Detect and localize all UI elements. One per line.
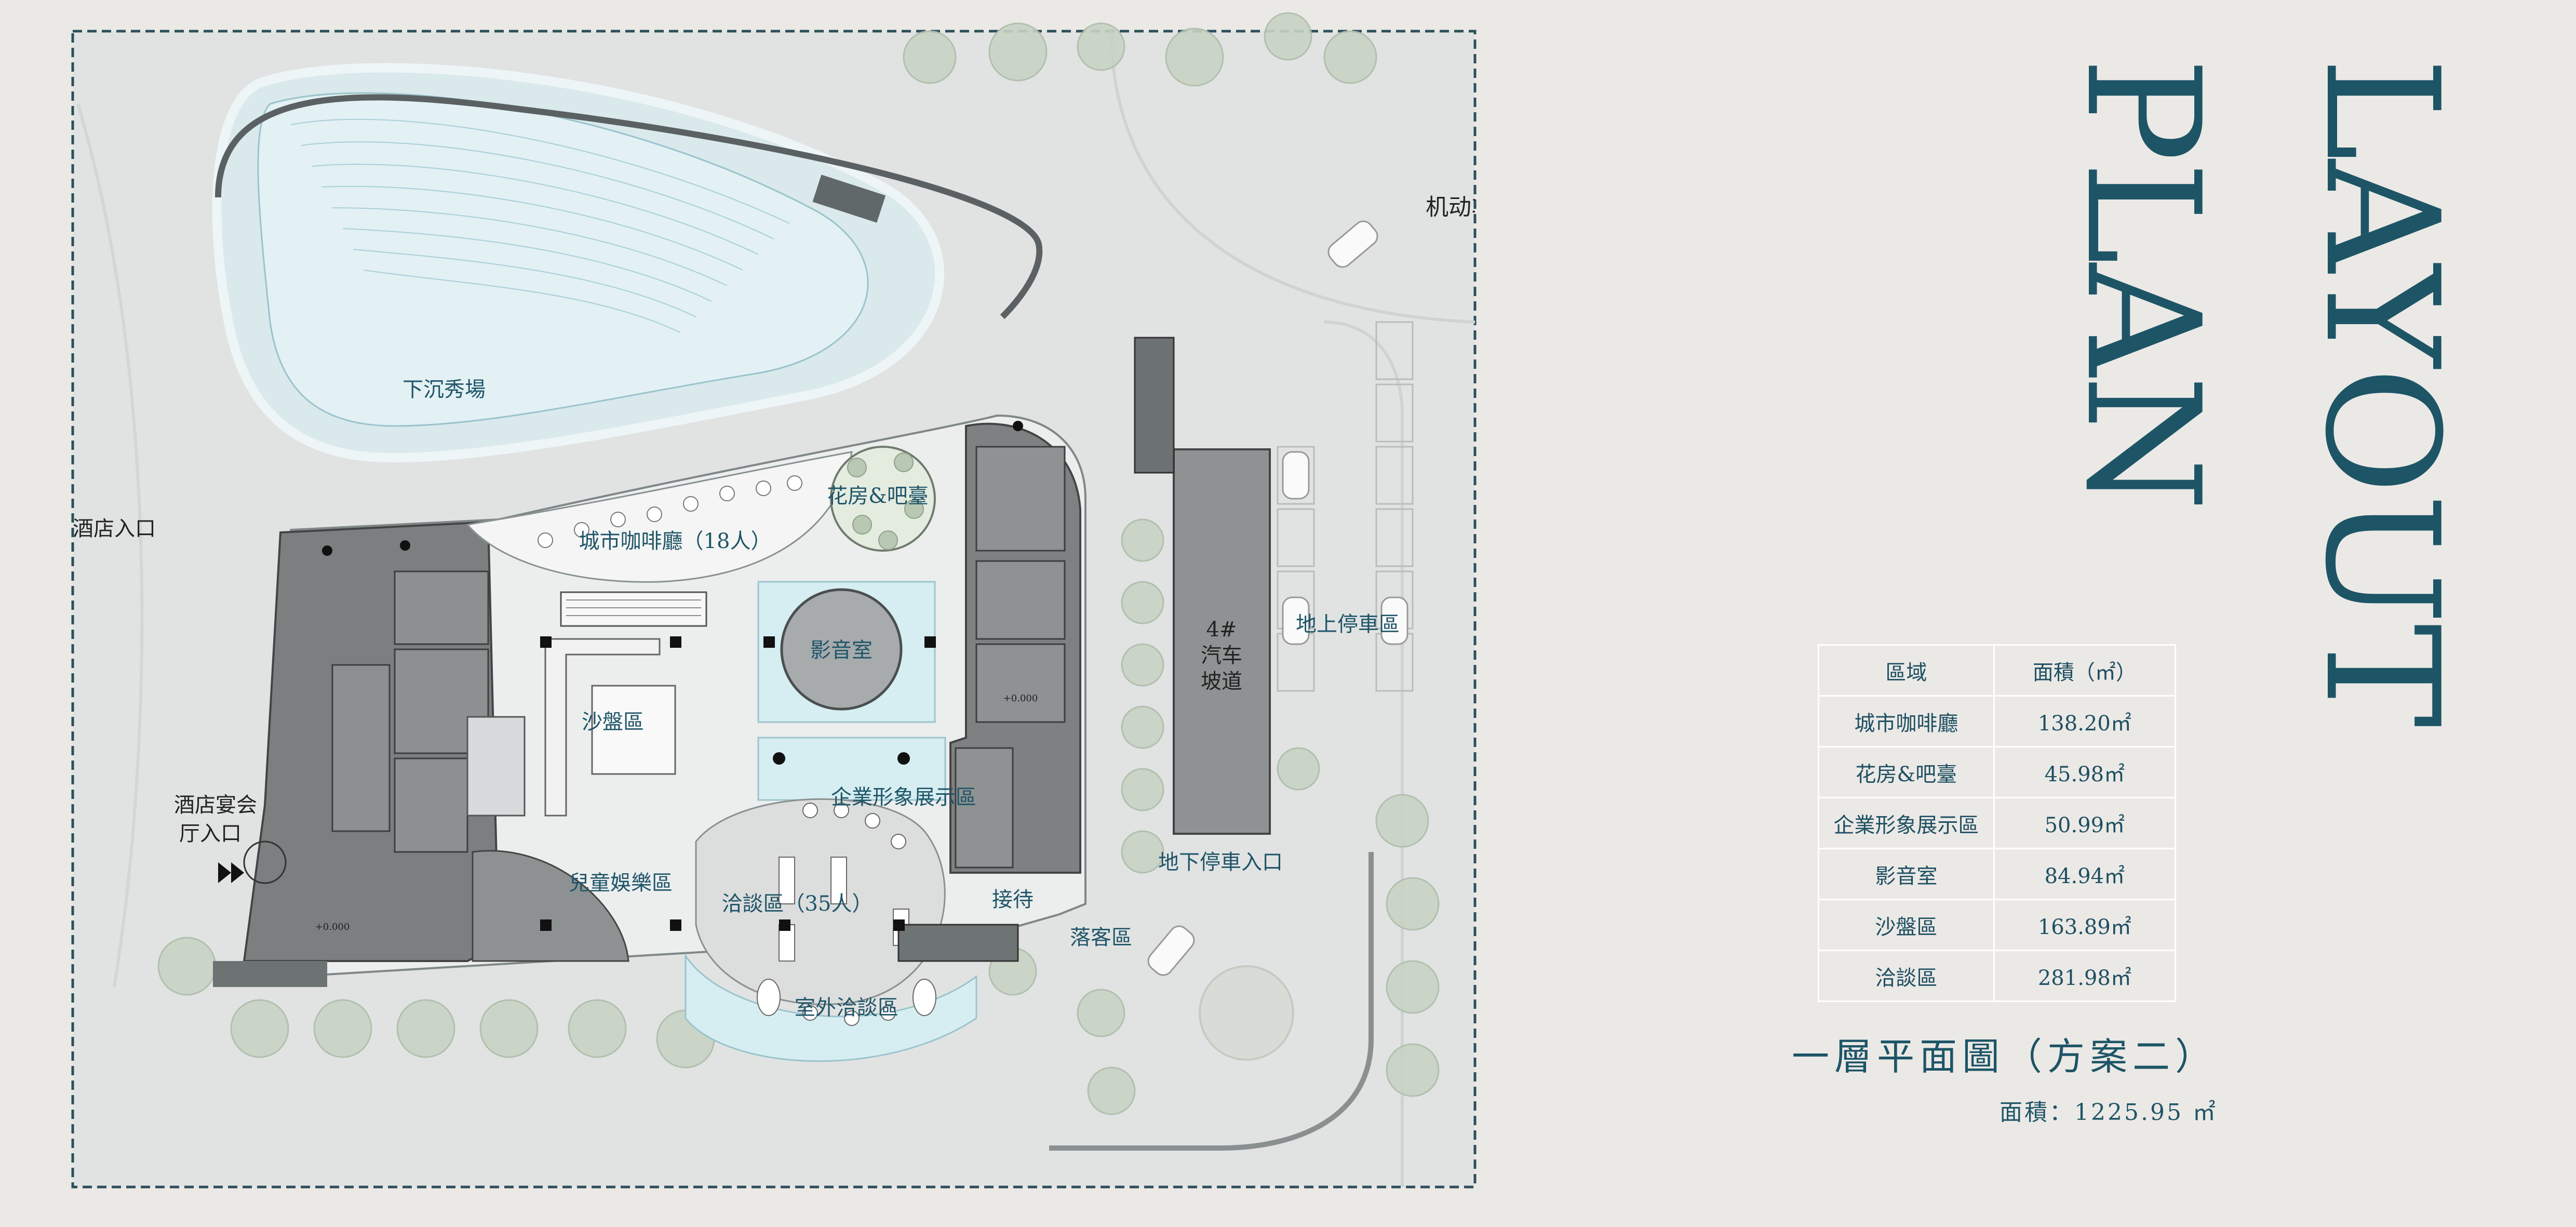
label-ground-parking: 地上停車區	[1296, 612, 1400, 636]
table-row: 沙盤區 163.89㎡	[1818, 899, 2177, 951]
label-flower-bar: 花房&吧臺	[827, 484, 929, 508]
landscape-trees	[157, 12, 1440, 1115]
parked-cars	[1147, 220, 1408, 976]
outdoor-seating	[757, 979, 936, 1026]
table-row: 企業形象展示區 50.99㎡	[1818, 797, 2177, 849]
plan-title: 一層平面圖（方案二）	[1792, 1035, 2218, 1078]
sunken-plaza-steps	[290, 118, 790, 333]
table-cell-zone: 洽談區	[1818, 950, 1995, 1002]
drop-off-roundabout	[1199, 965, 1294, 1061]
table-cell-area: 163.89㎡	[1993, 899, 2177, 951]
table-row: 影音室 84.94㎡	[1818, 848, 2177, 900]
label-brand-display: 企業形象展示區	[831, 785, 976, 809]
table-cell-zone: 城市咖啡廳	[1818, 695, 1995, 748]
plan-total-area: 面積：1225.95 ㎡	[2000, 1099, 2218, 1126]
negotiation-tables	[779, 803, 909, 962]
label-hotel-entrance: 酒店入口	[73, 517, 156, 541]
label-elevation-2: +0.000	[1003, 693, 1038, 704]
table-cell-area: 84.94㎡	[1993, 848, 2177, 900]
table-cell-area: 45.98㎡	[1993, 746, 2177, 798]
heading-layout: LAYOUT	[2291, 57, 2472, 727]
table-header-row: 區域 面積（㎡）	[1818, 644, 2177, 697]
table-cell-area: 50.99㎡	[1993, 797, 2177, 849]
reception-desk	[897, 924, 1019, 962]
label-banquet-entrance-2: 厅入口	[179, 822, 242, 846]
ramp-structure	[1134, 337, 1175, 474]
sunken-plaza-inner	[257, 92, 869, 427]
label-drop-off: 落客區	[1070, 926, 1132, 950]
table-cell-area: 281.98㎡	[1993, 950, 2177, 1002]
table-row: 城市咖啡廳 138.20㎡	[1818, 695, 2177, 748]
table-header-area: 面積（㎡）	[1993, 644, 2177, 697]
sand-table-model	[591, 685, 676, 775]
revolving-door	[243, 841, 287, 884]
kids-area	[472, 850, 629, 962]
flower-plants	[847, 452, 924, 550]
cafe-tables	[538, 475, 802, 548]
label-ramp-2: 汽车	[1201, 644, 1242, 668]
brand-display-pool	[757, 737, 946, 801]
label-reception: 接待	[992, 888, 1034, 912]
label-sunken-plaza: 下沉秀場	[403, 378, 486, 402]
road-loop	[1049, 852, 1374, 1151]
table-cell-zone: 沙盤區	[1818, 899, 1995, 951]
label-motor-vehicle: 机动车	[1426, 194, 1475, 221]
table-cell-zone: 花房&吧臺	[1818, 746, 1995, 798]
hotel-road	[76, 103, 144, 988]
label-negotiation: 洽談區（35人）	[721, 892, 873, 916]
car-ramp	[1173, 448, 1271, 835]
structural-columns	[322, 421, 1023, 931]
label-ramp-1: 4#	[1206, 618, 1237, 642]
escalator-steps	[566, 599, 701, 616]
floor-plan-drawing	[71, 12, 1477, 1189]
heading-plan: PLAN	[2052, 57, 2233, 511]
label-banquet-entrance-1: 酒店宴会	[174, 793, 257, 817]
plaza-bridge	[812, 175, 886, 223]
label-city-cafe: 城市咖啡廳（18人）	[579, 529, 772, 553]
table-row: 花房&吧臺 45.98㎡	[1818, 746, 2177, 798]
label-kids-area: 兒童娛樂區	[569, 871, 673, 895]
road-curve-2	[1324, 321, 1404, 1187]
label-outdoor-negotiation: 室外洽談區	[795, 996, 898, 1020]
av-room-circle	[780, 588, 903, 711]
table-cell-zone: 企業形象展示區	[1818, 797, 1995, 849]
table-cell-zone: 影音室	[1818, 848, 1995, 900]
plaza-ramp-curve	[215, 94, 1043, 319]
table-cell-area: 138.20㎡	[1993, 695, 2177, 748]
restrooms	[466, 716, 526, 817]
east-block-rooms	[955, 446, 1066, 869]
label-sand-table: 沙盤區	[582, 710, 644, 734]
table-header-zone: 區域	[1818, 644, 1995, 697]
label-ramp-3: 坡道	[1201, 670, 1242, 693]
escalator	[560, 591, 707, 627]
west-entrance-canopy	[213, 961, 327, 987]
label-elevation-1: +0.000	[315, 922, 350, 933]
label-av-room: 影音室	[810, 638, 873, 662]
sand-table-counter	[544, 638, 661, 817]
area-table: 區域 面積（㎡） 城市咖啡廳 138.20㎡ 花房&吧臺 45.98㎡ 企業形象…	[1818, 644, 2177, 1002]
table-row: 洽談區 281.98㎡	[1818, 950, 2177, 1002]
entrance-arrows	[218, 862, 244, 883]
label-underground-entrance: 地下停車入口	[1158, 850, 1283, 874]
road-curve	[1110, 31, 1475, 324]
